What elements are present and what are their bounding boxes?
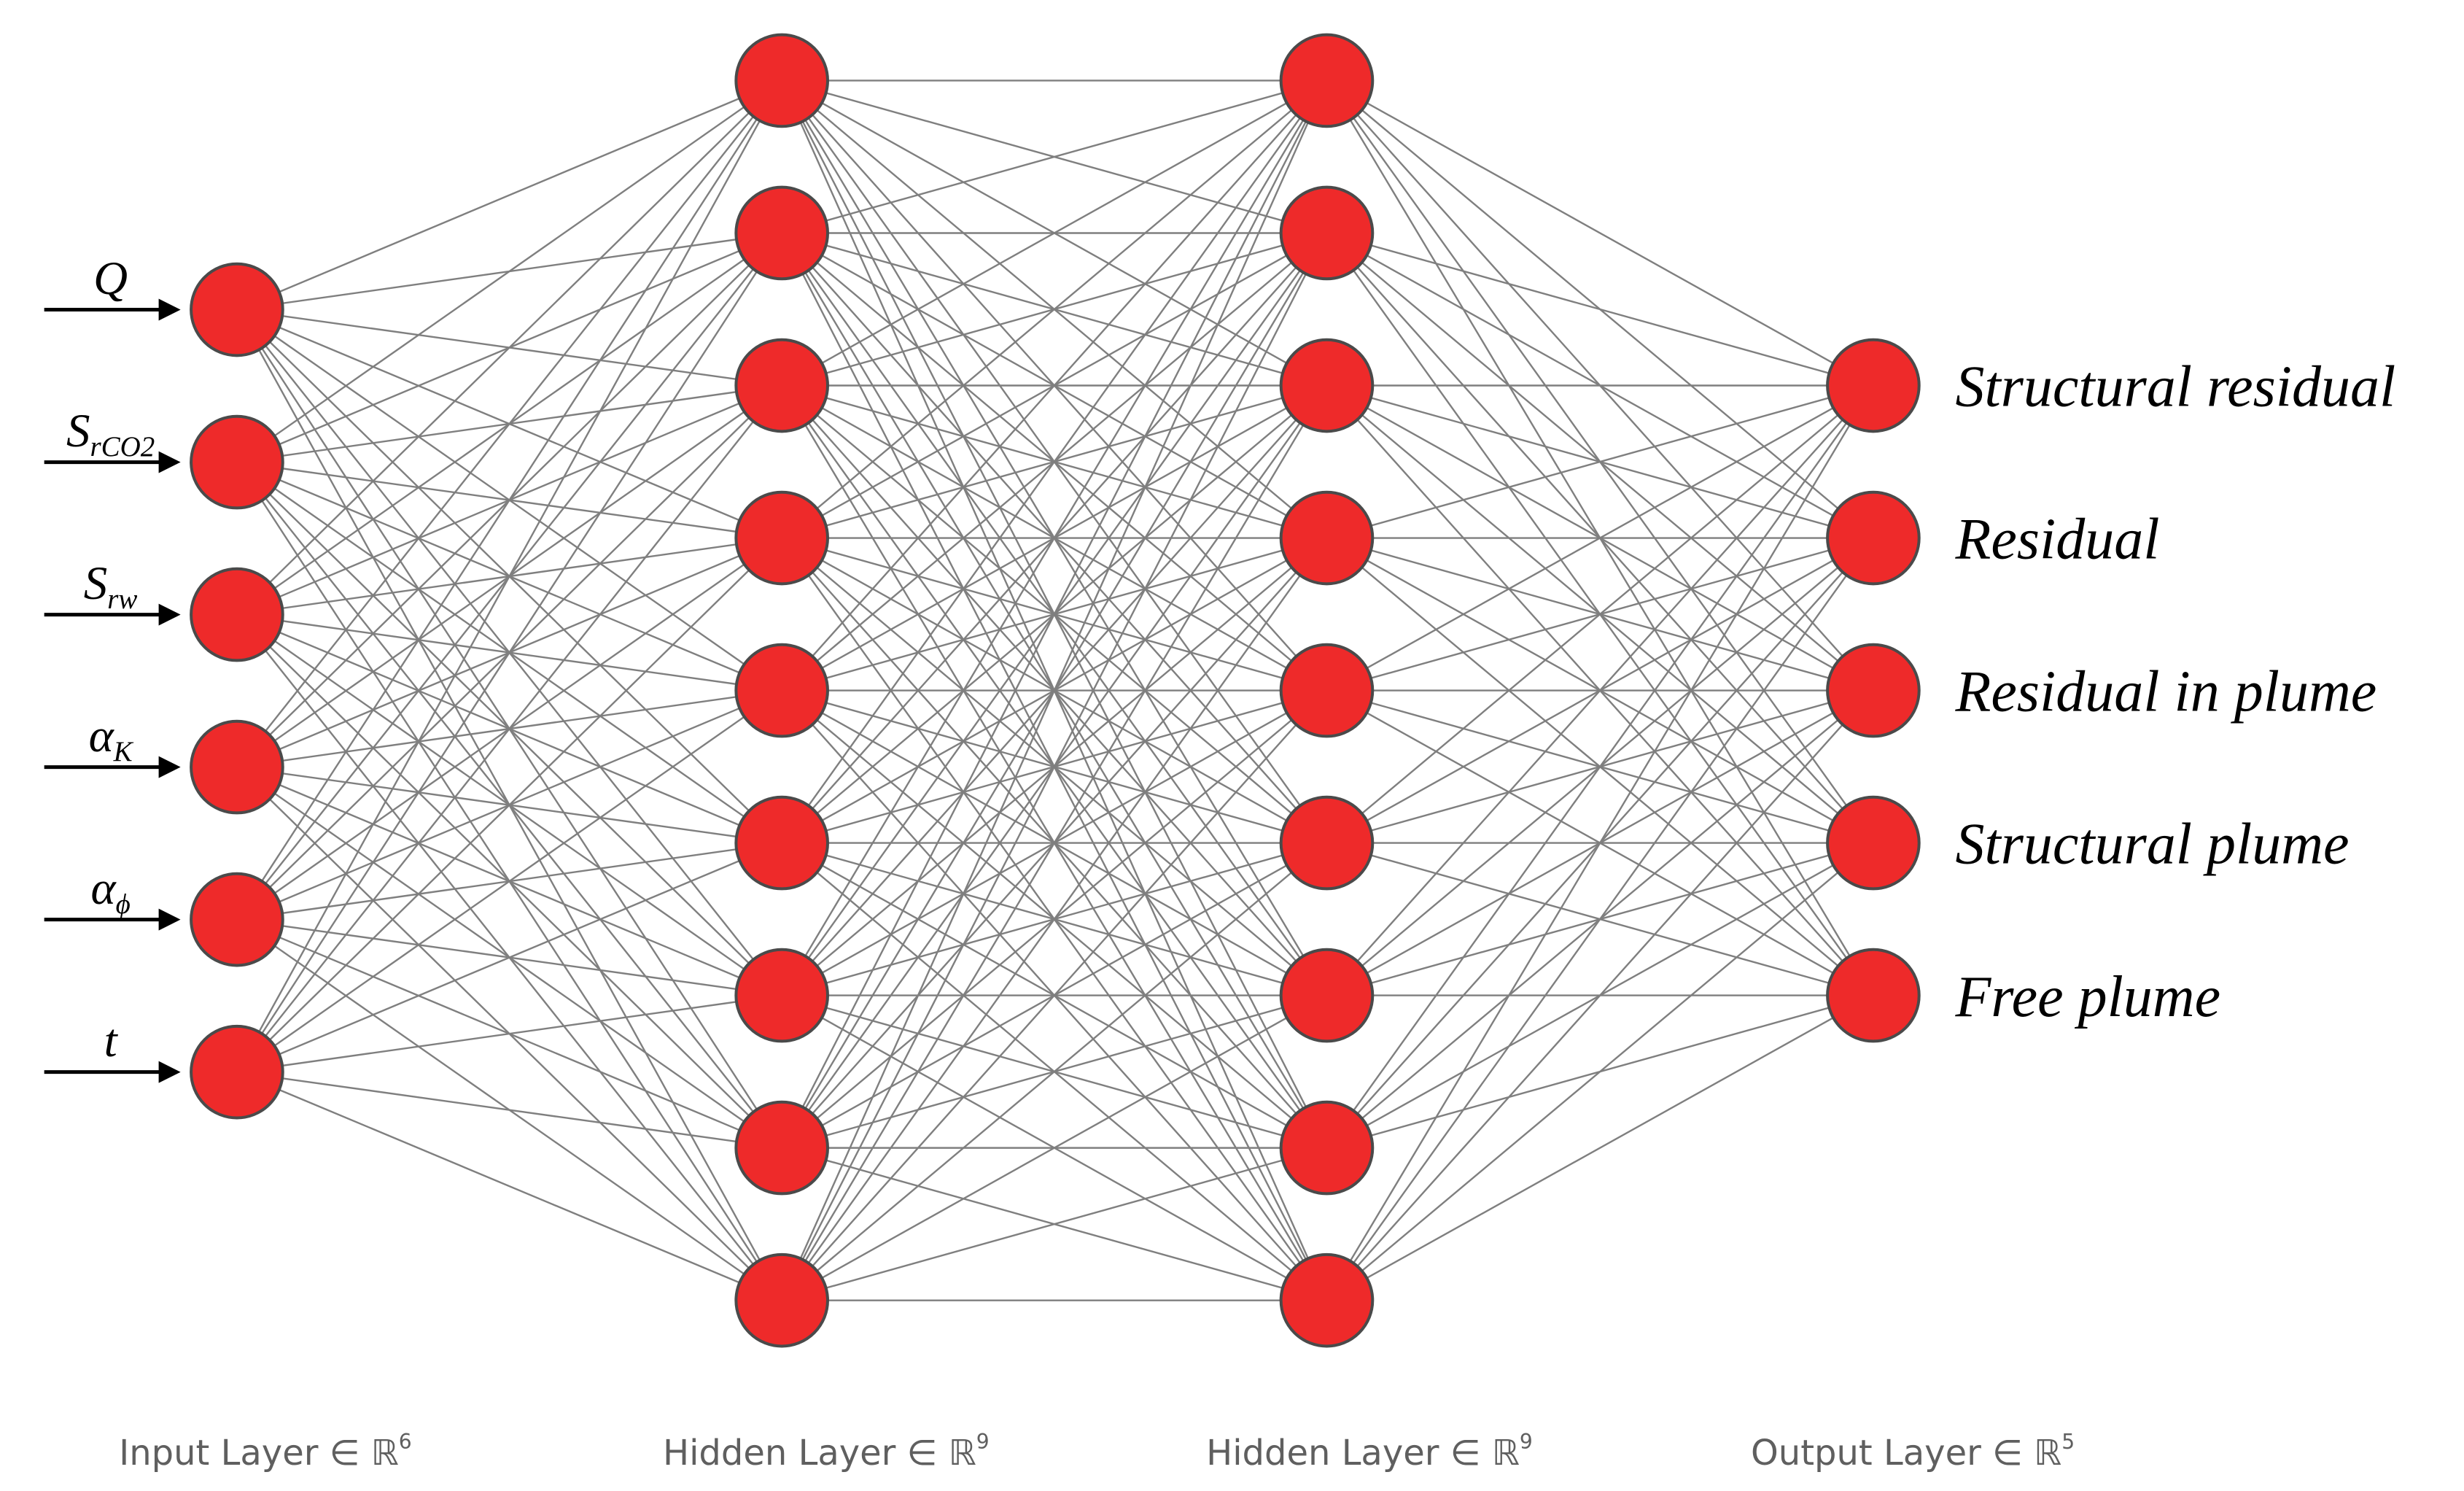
edge-l1-7-to-0 xyxy=(781,80,1328,1149)
hidden1-node-5 xyxy=(734,643,829,738)
edge-l0-5-to-4 xyxy=(236,689,782,1073)
layer-caption-hidden1: Hidden Layer ∈ ℝ9 xyxy=(663,1430,990,1473)
edge-l1-8-to-3 xyxy=(781,537,1328,1301)
edge-l1-8-to-6 xyxy=(781,994,1328,1301)
edge-l2-0-to-0 xyxy=(1326,80,1874,387)
edge-l1-6-to-0 xyxy=(781,80,1328,996)
hidden1-node-3 xyxy=(734,338,829,433)
edge-l1-8-to-0 xyxy=(781,80,1328,1301)
edge-l2-4-to-0 xyxy=(1326,384,1874,692)
hidden2-node-3 xyxy=(1279,338,1375,433)
hidden1-node-2 xyxy=(734,185,829,281)
edge-l2-8-to-2 xyxy=(1326,689,1874,1301)
edge-l0-5-to-6 xyxy=(236,994,782,1073)
edge-l2-8-to-0 xyxy=(1326,384,1874,1301)
hidden1-node-1 xyxy=(734,33,829,128)
hidden1-node-4 xyxy=(734,490,829,586)
hidden2-node-4 xyxy=(1279,490,1375,586)
hidden2-node-2 xyxy=(1279,185,1375,281)
output-label-5: Free plume xyxy=(1955,965,2221,1029)
edge-l2-8-to-1 xyxy=(1326,537,1874,1301)
hidden2-node-9 xyxy=(1279,1252,1375,1348)
edge-l0-2-to-0 xyxy=(236,80,783,616)
input-node-5 xyxy=(190,872,284,967)
hidden2-node-5 xyxy=(1279,643,1375,738)
edge-l2-5-to-0 xyxy=(1326,384,1874,844)
input-arrows xyxy=(44,298,181,1083)
input-label-3: Srw xyxy=(84,557,138,615)
input-node-1 xyxy=(190,262,284,357)
input-node-4 xyxy=(190,719,284,815)
layer-caption-hidden2: Hidden Layer ∈ ℝ9 xyxy=(1206,1430,1533,1473)
edge-l0-0-to-0 xyxy=(236,80,782,311)
edge-l0-5-to-5 xyxy=(236,842,782,1073)
edge-l2-8-to-4 xyxy=(1326,994,1874,1301)
edge-l2-7-to-0 xyxy=(1326,384,1874,1149)
hidden1-node-6 xyxy=(734,795,829,891)
edge-l0-4-to-0 xyxy=(236,80,783,921)
output-node-2 xyxy=(1826,490,1921,586)
edge-l1-8-to-1 xyxy=(781,232,1328,1301)
edge-l1-2-to-0 xyxy=(781,80,1328,387)
output-label-3: Residual in plume xyxy=(1955,660,2377,724)
edge-l0-1-to-0 xyxy=(236,80,782,463)
layer-caption-input: Input Layer ∈ ℝ6 xyxy=(119,1430,412,1473)
output-label-4: Structural plume xyxy=(1956,813,2350,877)
output-node-1 xyxy=(1826,338,1921,433)
input-node-3 xyxy=(190,567,284,662)
edge-l0-5-to-0 xyxy=(236,80,783,1073)
edge-l1-8-to-2 xyxy=(781,384,1328,1301)
edge-l1-1-to-0 xyxy=(781,80,1327,234)
edge-l2-3-to-0 xyxy=(1326,384,1874,539)
hidden1-node-7 xyxy=(734,948,829,1043)
neuron-nodes xyxy=(190,33,1921,1348)
hidden2-node-6 xyxy=(1279,795,1375,891)
edge-l0-5-to-2 xyxy=(236,384,783,1073)
hidden1-node-8 xyxy=(734,1100,829,1196)
edge-l1-4-to-0 xyxy=(781,80,1328,692)
edge-l0-3-to-0 xyxy=(236,80,783,768)
edge-l0-5-to-3 xyxy=(236,537,783,1073)
output-label-2: Residual xyxy=(1955,508,2160,572)
edge-l2-1-to-0 xyxy=(1326,232,1874,387)
input-label-6: t xyxy=(104,1015,119,1067)
layer-labels: Input Layer ∈ ℝ6 Hidden Layer ∈ ℝ9 Hidden … xyxy=(119,1430,2075,1473)
edge-l0-5-to-7 xyxy=(236,1071,782,1149)
edge-l0-5-to-1 xyxy=(236,232,783,1073)
input-label-2: SrCO2 xyxy=(66,405,155,462)
hidden2-node-8 xyxy=(1279,1100,1375,1196)
edge-l2-6-to-0 xyxy=(1326,384,1874,996)
edge-l1-5-to-0 xyxy=(781,80,1328,844)
output-node-5 xyxy=(1826,948,1921,1043)
input-node-2 xyxy=(190,414,284,510)
hidden1-node-9 xyxy=(734,1252,829,1348)
edge-l1-8-to-4 xyxy=(781,689,1328,1301)
output-label-1: Structural residual xyxy=(1956,355,2396,419)
edge-l1-8-to-5 xyxy=(781,842,1328,1301)
connection-edges xyxy=(236,80,1874,1301)
input-label-5: αϕ xyxy=(90,862,130,920)
hidden2-node-1 xyxy=(1279,33,1375,128)
input-node-6 xyxy=(190,1024,284,1120)
edge-l2-8-to-3 xyxy=(1326,842,1874,1301)
output-node-4 xyxy=(1826,795,1921,891)
edge-l1-3-to-0 xyxy=(781,80,1328,539)
hidden2-node-7 xyxy=(1279,948,1375,1043)
input-label-4: αK xyxy=(89,710,134,767)
output-node-3 xyxy=(1826,643,1921,738)
edge-l1-8-to-7 xyxy=(781,1147,1327,1301)
input-label-1: Q xyxy=(93,252,128,305)
edge-l0-5-to-8 xyxy=(236,1071,782,1301)
layer-caption-output: Output Layer ∈ ℝ5 xyxy=(1751,1430,2075,1473)
